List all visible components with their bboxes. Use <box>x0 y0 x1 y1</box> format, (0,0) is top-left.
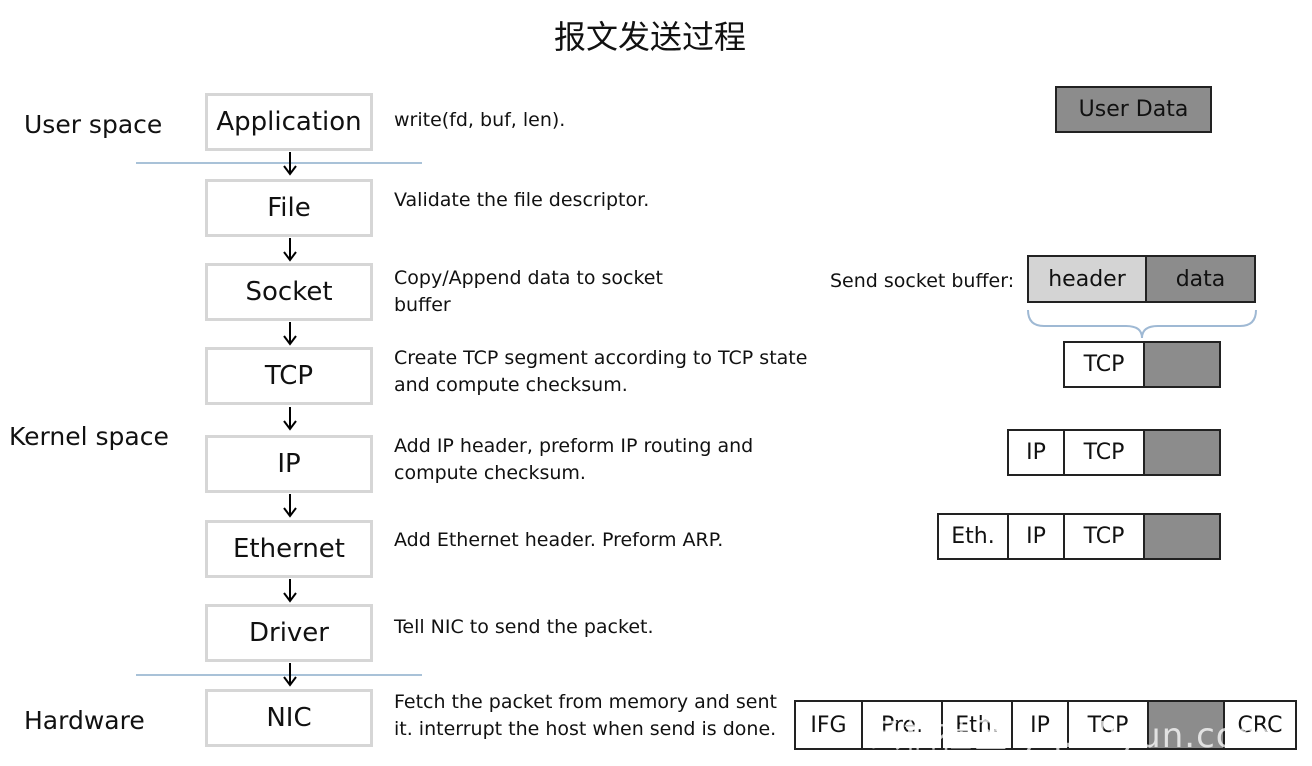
desc-ip: Add IP header, preform IP routing and co… <box>394 435 754 484</box>
wire-eth-header: Eth. <box>941 700 1013 750</box>
ip-packet-tcp-header: TCP <box>1063 429 1145 476</box>
wire-preamble: Pre. <box>861 700 943 750</box>
wire-tcp-header: TCP <box>1067 700 1149 750</box>
desc-ethernet: Add Ethernet header. Preform ARP. <box>394 529 724 551</box>
desc-socket: Copy/Append data to socket buffer <box>394 267 663 316</box>
layer-file: File <box>205 179 373 237</box>
wire-ifg: IFG <box>794 700 863 750</box>
desc-application: write(fd, buf, len). <box>394 109 566 131</box>
ip-packet-ip-header: IP <box>1007 429 1065 476</box>
desc-nic: Fetch the packet from memory and sent it… <box>394 691 777 740</box>
ip-packet-data <box>1143 429 1221 476</box>
user-kernel-divider <box>136 162 422 164</box>
layer-driver: Driver <box>205 604 373 662</box>
layer-ethernet: Ethernet <box>205 520 373 578</box>
socket-buffer-label: Send socket buffer: <box>830 270 1015 292</box>
eth-frame-eth-header: Eth. <box>937 513 1009 560</box>
layer-ip: IP <box>205 435 373 493</box>
brace-icon <box>1027 309 1257 338</box>
arrow-down-icon <box>283 579 297 603</box>
wire-crc: CRC <box>1223 700 1297 750</box>
arrow-down-icon <box>283 322 297 346</box>
layer-nic: NIC <box>205 689 373 747</box>
arrow-down-icon <box>283 663 297 687</box>
eth-frame-tcp-header: TCP <box>1063 513 1145 560</box>
arrow-down-icon <box>283 152 297 176</box>
region-kernel-space: Kernel space <box>9 422 169 451</box>
region-hardware: Hardware <box>24 706 145 735</box>
desc-driver: Tell NIC to send the packet. <box>394 616 654 638</box>
desc-tcp: Create TCP segment according to TCP stat… <box>394 347 808 396</box>
layer-tcp: TCP <box>205 347 373 405</box>
socket-header-block: header <box>1027 255 1147 303</box>
wire-data <box>1147 700 1225 750</box>
socket-data-block: data <box>1145 255 1256 303</box>
tcp-segment-tcp-header: TCP <box>1063 341 1145 388</box>
arrow-down-icon <box>283 494 297 518</box>
kernel-hardware-divider <box>136 674 422 676</box>
user-data-block: User Data <box>1055 86 1212 133</box>
arrow-down-icon <box>283 407 297 431</box>
diagram-title: 报文发送过程 <box>553 18 746 56</box>
eth-frame-data <box>1143 513 1221 560</box>
watermark: 云栖社区 yq.aliyun.com <box>868 716 1272 756</box>
wire-ip-header: IP <box>1011 700 1069 750</box>
eth-frame-ip-header: IP <box>1007 513 1065 560</box>
layer-socket: Socket <box>205 263 373 321</box>
layer-application: Application <box>205 93 373 151</box>
desc-file: Validate the file descriptor. <box>394 189 650 211</box>
tcp-segment-data <box>1143 341 1221 388</box>
region-user-space: User space <box>24 110 163 139</box>
arrow-down-icon <box>283 238 297 262</box>
